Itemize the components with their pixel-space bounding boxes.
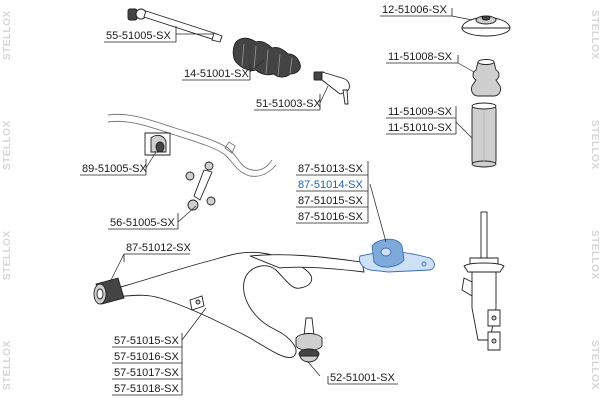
- label-11-51010[interactable]: 11-51010-SX: [388, 122, 453, 134]
- label-12-51006[interactable]: 12-51006-SX: [382, 4, 447, 16]
- label-87-51015[interactable]: 87-51015-SX: [298, 195, 363, 207]
- leader-lines: [109, 15, 475, 377]
- svg-text:STELLOX: STELLOX: [589, 230, 600, 280]
- label-89-51005[interactable]: 89-51005-SX: [82, 163, 147, 175]
- label-87-51013[interactable]: 87-51013-SX: [298, 163, 363, 175]
- svg-text:STELLOX: STELLOX: [2, 120, 13, 170]
- label-14-51001[interactable]: 14-51001-SX: [184, 68, 249, 80]
- label-55-51005[interactable]: 55-51005-SX: [106, 30, 171, 42]
- part-control-arm-57-51015[interactable]: [109, 251, 365, 358]
- label-87-51016[interactable]: 87-51016-SX: [298, 211, 363, 223]
- label-57-51018[interactable]: 57-51018-SX: [114, 383, 179, 395]
- part-shock-absorber[interactable]: [461, 211, 505, 351]
- part-tie-rod-end-51-51003[interactable]: [313, 71, 350, 105]
- part-strut-mount-12-51006[interactable]: [461, 15, 511, 37]
- watermark-left: STELLOX STELLOX STELLOX STELLOX: [2, 10, 13, 390]
- label-87-51012[interactable]: 87-51012-SX: [126, 242, 191, 254]
- svg-text:STELLOX: STELLOX: [589, 120, 600, 170]
- label-56-51005[interactable]: 56-51005-SX: [110, 217, 175, 229]
- svg-text:STELLOX: STELLOX: [2, 340, 13, 390]
- part-tie-rod-55-51005[interactable]: [127, 8, 223, 43]
- part-control-arm-bushing-87-51012[interactable]: [93, 277, 125, 305]
- part-ball-joint-52-51001[interactable]: [295, 317, 323, 363]
- label-57-51016[interactable]: 57-51016-SX: [114, 351, 179, 363]
- svg-text:STELLOX: STELLOX: [589, 10, 600, 60]
- label-87-51014-highlighted[interactable]: 87-51014-SX: [298, 179, 363, 191]
- watermark-right: STELLOX STELLOX STELLOX STELLOX: [589, 10, 600, 390]
- svg-text:STELLOX: STELLOX: [2, 230, 13, 280]
- part-rear-bushing-87-51014-highlighted[interactable]: [359, 238, 435, 273]
- label-57-51015[interactable]: 57-51015-SX: [114, 335, 179, 347]
- svg-text:STELLOX: STELLOX: [2, 10, 13, 60]
- svg-text:STELLOX: STELLOX: [589, 340, 600, 390]
- part-bump-stop-11-51008[interactable]: [471, 59, 501, 97]
- stabilizer-bar-drawing: [107, 113, 277, 177]
- part-stabilizer-bushing-89-51005[interactable]: [144, 132, 171, 156]
- part-dust-boot-11-51009[interactable]: [471, 102, 497, 168]
- label-11-51008[interactable]: 11-51008-SX: [388, 51, 453, 63]
- label-52-51001[interactable]: 52-51001-SX: [330, 372, 395, 384]
- part-labels: 55-51005-SX 14-51001-SX 51-51003-SX 89-5…: [82, 4, 453, 395]
- label-11-51009[interactable]: 11-51009-SX: [388, 106, 453, 118]
- label-57-51017[interactable]: 57-51017-SX: [114, 367, 179, 379]
- part-stabilizer-link-56-51005[interactable]: [185, 161, 216, 211]
- label-underlines: [80, 8, 459, 396]
- label-51-51003[interactable]: 51-51003-SX: [256, 98, 321, 110]
